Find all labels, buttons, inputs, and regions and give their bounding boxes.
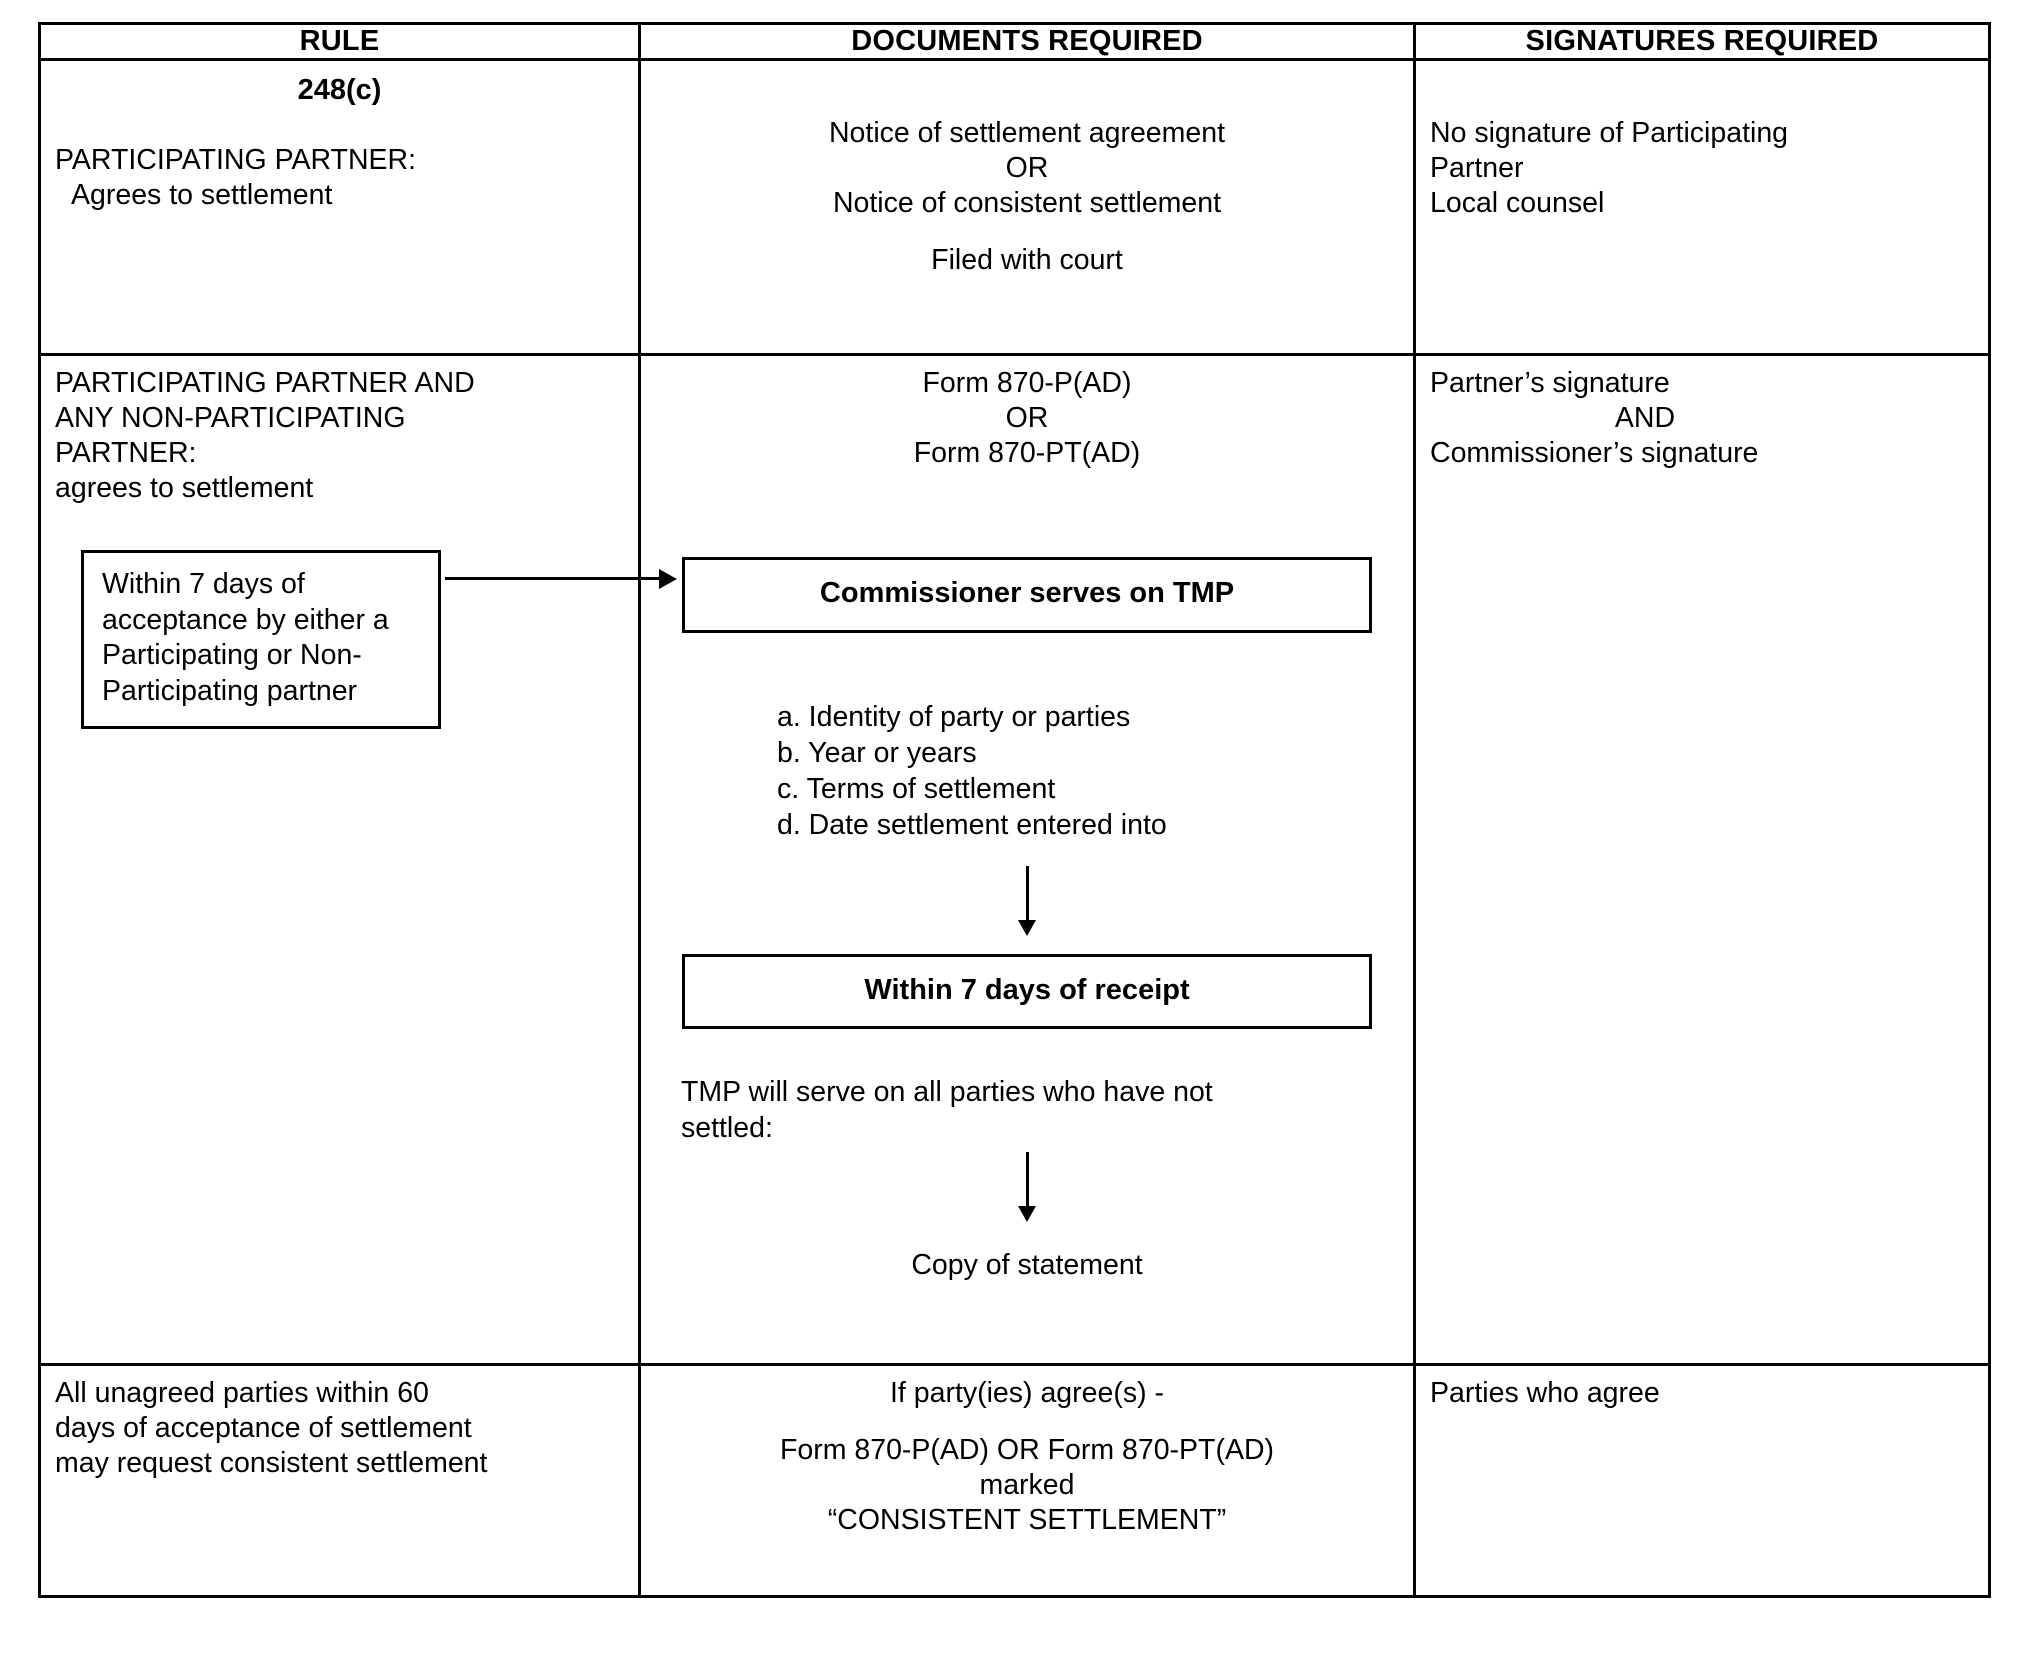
doc-statement-contents-list: a. Identity of party or parties b. Year … [777, 699, 1277, 844]
doc-tmp-serve-line2: settled: [681, 1111, 773, 1144]
documents-cell-row1: Notice of settlement agreement OR Notice… [638, 58, 1416, 356]
signatures-cell-row1: No signature of Participating Partner Lo… [1413, 58, 1991, 356]
doc-or-2: OR [1005, 402, 1049, 435]
column-header-signatures: SIGNATURES REQUIRED [1413, 22, 1991, 61]
rule-participating-and-nonparticipating-line1: PARTICIPATING PARTNER AND [55, 367, 475, 399]
doc-notice-consistent-settlement: Notice of consistent settlement [832, 187, 1222, 220]
rule-agrees-to-settlement: Agrees to settlement [71, 178, 333, 211]
table-row: 248(c) PARTICIPATING PARTNER: Agrees to … [38, 58, 1991, 356]
rule-participating-and-nonparticipating-line2: ANY NON-PARTICIPATING [55, 402, 406, 435]
doc-tmp-serve-line1: TMP will serve on all parties who have n… [681, 1076, 1213, 1109]
list-item: d. Date settlement entered into [777, 809, 1167, 842]
doc-form-870-pt: Form 870-PT(AD) [913, 437, 1141, 470]
doc-tmp-serve-text: TMP will serve on all parties who have n… [681, 1075, 1399, 1146]
arrow-down-to-within-7-days [1012, 865, 1042, 936]
arrow-down-to-copy-of-statement [1012, 1152, 1042, 1223]
column-header-rule: RULE [38, 22, 641, 61]
note-box-within-7-days-acceptance: Within 7 days of acceptance by either a … [81, 550, 441, 729]
table-row: All unagreed parties within 60 days of a… [38, 1363, 1991, 1598]
rule-unagreed-parties-line2: days of acceptance of settlement [55, 1412, 472, 1445]
signatures-cell-row3: Parties who agree [1413, 1363, 1991, 1598]
doc-form-870-p-or-pt: Form 870-P(AD) OR Form 870-PT(AD) [779, 1434, 1275, 1467]
rule-participating-and-nonparticipating-line3: PARTNER: [55, 437, 197, 470]
sig-no-signature-line1: No signature of Participating [1430, 117, 1789, 149]
rule-cell-row2: PARTICIPATING PARTNER AND ANY NON-PARTIC… [38, 353, 677, 1366]
table-row: PARTICIPATING PARTNER AND ANY NON-PARTIC… [38, 353, 1991, 1366]
flow-box-within-7-days-of-receipt: Within 7 days of receipt [682, 953, 1372, 1030]
sig-partner-signature: Partner’s signature [1430, 367, 1670, 399]
doc-or-1: OR [1005, 152, 1049, 185]
doc-filed-with-court: Filed with court [931, 244, 1123, 277]
sig-parties-who-agree: Parties who agree [1430, 1377, 1660, 1409]
doc-form-870-p: Form 870-P(AD) [922, 367, 1132, 399]
column-header-documents: DOCUMENTS REQUIRED [638, 22, 1416, 61]
rule-agrees-to-settlement-2: agrees to settlement [55, 472, 314, 505]
rule-unagreed-parties-line3: may request consistent settlement [55, 1447, 488, 1480]
settlement-requirements-table: RULE DOCUMENTS REQUIRED SIGNATURES REQUI… [38, 22, 1991, 1598]
rule-participating-partner-label: PARTICIPATING PARTNER: [55, 143, 417, 176]
flow-box-commissioner-serves-on-tmp: Commissioner serves on TMP [682, 557, 1372, 633]
arrow-note-to-commissioner [445, 569, 677, 589]
doc-marked: marked [979, 1469, 1075, 1502]
rule-number: 248(c) [297, 74, 382, 106]
rule-unagreed-parties-line1: All unagreed parties within 60 [55, 1377, 429, 1409]
list-item: a. Identity of party or parties [777, 700, 1131, 733]
sig-and: AND [1614, 402, 1676, 435]
sig-local-counsel: Local counsel [1430, 187, 1605, 220]
doc-copy-of-statement: Copy of statement [911, 1249, 1143, 1282]
rule-cell-row1: 248(c) PARTICIPATING PARTNER: Agrees to … [38, 58, 641, 356]
documents-cell-row3: If party(ies) agree(s) - Form 870-P(AD) … [638, 1363, 1416, 1598]
table-header-row: RULE DOCUMENTS REQUIRED SIGNATURES REQUI… [38, 22, 1991, 61]
doc-if-parties-agree: If party(ies) agree(s) - [890, 1377, 1164, 1409]
signatures-cell-row2: Partner’s signature AND Commissioner’s s… [1413, 353, 1991, 1366]
documents-cell-row2: Form 870-P(AD) OR Form 870-PT(AD) Commis… [638, 353, 1416, 1366]
rule-cell-row3: All unagreed parties within 60 days of a… [38, 1363, 641, 1598]
list-item: c. Terms of settlement [777, 773, 1056, 806]
sig-no-signature-line2: Partner [1430, 152, 1524, 185]
doc-consistent-settlement-mark: “CONSISTENT SETTLEMENT” [827, 1504, 1227, 1537]
doc-notice-settlement-agreement: Notice of settlement agreement [828, 117, 1226, 149]
list-item: b. Year or years [777, 736, 977, 769]
sig-commissioner-signature: Commissioner’s signature [1430, 437, 1759, 470]
